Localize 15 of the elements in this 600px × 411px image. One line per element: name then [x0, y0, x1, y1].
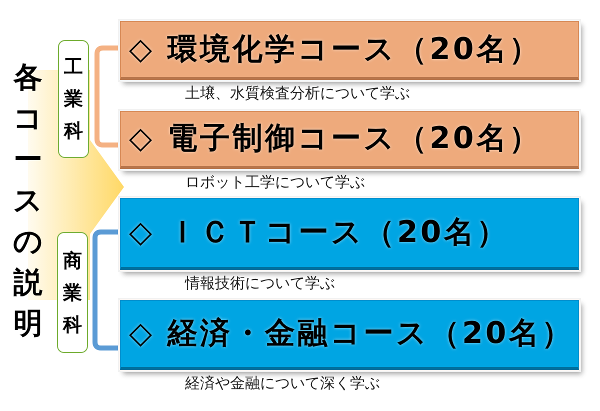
course-description: 経済や金融について深く学ぶ [185, 374, 380, 392]
course-title: ◇ 環境化学コース（20名） [129, 32, 542, 68]
course-description: 土壌、水質検査分析について学ぶ [185, 84, 410, 102]
course-description: 情報技術について学ぶ [185, 274, 335, 292]
course-title: ◇ ＩＣＴコース（20名） [129, 215, 509, 251]
bracket-connector [94, 46, 120, 148]
course-description: ロボット工学について学ぶ [185, 173, 365, 191]
bracket-connector [92, 230, 120, 350]
department-label: 工業科 [62, 55, 84, 144]
department-label: 商業科 [62, 248, 83, 338]
department-box [57, 232, 88, 353]
vertical-title: 各コースの説明 [12, 59, 44, 342]
course-title: ◇ 経済・金融コース（20名） [129, 316, 574, 352]
department-box [58, 40, 89, 158]
course-title: ◇ 電子制御コース（20名） [129, 121, 542, 157]
